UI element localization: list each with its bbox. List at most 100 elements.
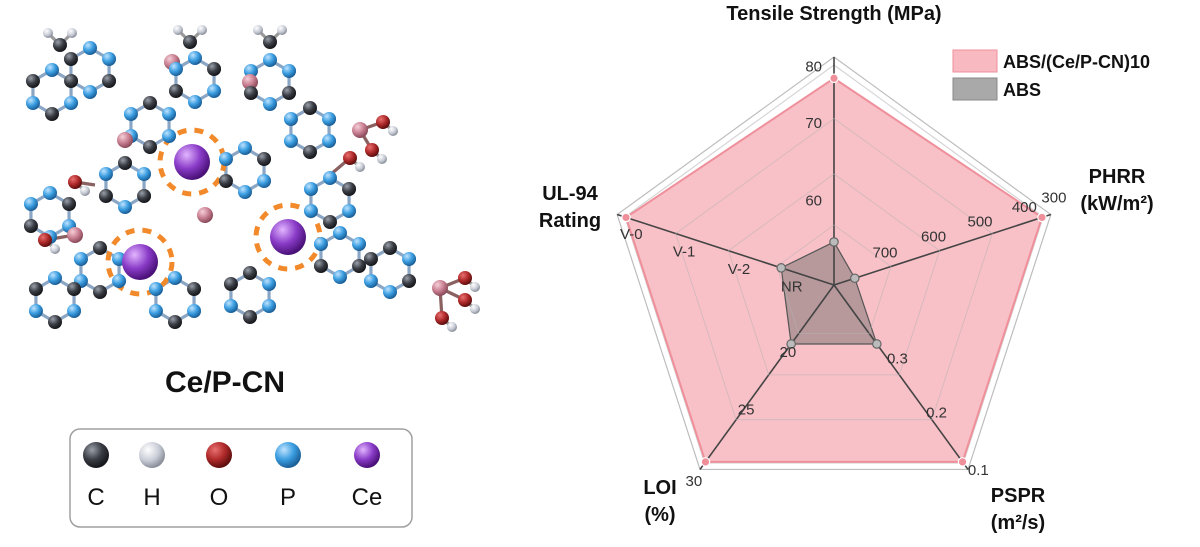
radar-frame	[616, 56, 1052, 471]
carbon-atom	[143, 96, 157, 110]
oxygen-atom	[435, 311, 449, 325]
axis-label-pspr: PSPR	[991, 485, 1046, 507]
phosphorus-atom	[363, 274, 378, 288]
carbon-atom	[243, 86, 258, 100]
phosphorus-atom	[263, 97, 277, 111]
legend-atom-p-label: P	[280, 484, 296, 511]
carbon-atom	[25, 74, 40, 88]
hydrogen-atom	[197, 25, 207, 35]
atom-layer	[23, 25, 480, 332]
phosphorus-atom	[112, 274, 127, 288]
carbon-atom	[93, 285, 107, 299]
carbon-atom	[64, 74, 79, 88]
carbon-atom	[143, 140, 157, 154]
carbon-atom	[342, 182, 357, 196]
axis-label-ul94: UL-94	[542, 183, 598, 205]
legend-atom-ce-label: Ce	[352, 484, 383, 511]
oxygen-atom	[343, 151, 357, 165]
oxygen-atom	[458, 271, 472, 285]
legend-atom-o-sphere	[206, 442, 232, 468]
phosphorus-atom	[333, 226, 347, 240]
legend-atom-h-label: H	[143, 484, 160, 511]
tick-label-ul94: NR	[781, 278, 803, 295]
atom-legend-box: C H O P Ce	[69, 428, 413, 528]
ce-coordination-ring	[105, 227, 175, 297]
carbon-atom	[137, 189, 152, 203]
oxygen-atom	[458, 293, 472, 307]
phosphorus-atom	[323, 171, 337, 185]
hydrogen-atom	[80, 186, 90, 196]
carbon-atom	[323, 215, 337, 229]
carbon-atom	[168, 315, 182, 329]
phosphorus-atom	[148, 282, 163, 296]
tick-label-loi: 25	[738, 401, 755, 418]
tick-label-phrr: 300	[1041, 190, 1066, 207]
data-point-abs	[849, 273, 860, 284]
data-point-abs	[872, 339, 882, 349]
carbon-atom	[63, 52, 78, 66]
phosphorus-atom	[352, 237, 367, 251]
radar-spoke	[699, 284, 835, 470]
hydrogen-atom	[277, 25, 287, 35]
phosphorus-atom	[257, 174, 272, 188]
radar-grid-ring	[776, 224, 892, 334]
carbon-atom	[28, 282, 43, 296]
hydrogen-atom	[470, 282, 480, 292]
phosphorus-atom	[283, 134, 298, 148]
hydrogen-atom	[355, 162, 365, 172]
carbon-atom	[67, 282, 82, 296]
phosphorus-atom	[98, 167, 113, 181]
axis-label-loi: (%)	[644, 504, 675, 526]
phosphorus-atom	[313, 237, 328, 251]
carbon-atom	[352, 259, 367, 273]
data-point-abs	[776, 263, 787, 273]
phosphorus-atom	[67, 304, 82, 318]
hydrogen-atom	[377, 154, 387, 164]
axis-label-ul94: Rating	[539, 210, 601, 232]
phosphorus-atom	[303, 182, 318, 196]
radar-chart: 6070807006005004003000.30.20.1202530NRV-…	[539, 3, 1154, 534]
legend-atom-o-label: O	[210, 484, 229, 511]
carbon-atom	[45, 107, 59, 121]
phosphorus-atom	[168, 62, 183, 76]
oxygen-atom	[376, 115, 390, 129]
phosphorus-atom	[322, 112, 337, 126]
data-point-abs	[829, 237, 839, 247]
tick-label-phrr: 400	[1012, 199, 1037, 216]
data-point-abs	[786, 339, 796, 349]
phosphorus-atom	[282, 64, 297, 78]
phosphorus-atom	[322, 134, 337, 148]
phosphorus-atom	[23, 197, 38, 211]
axis-label-loi: LOI	[643, 477, 676, 499]
carbon-atom	[23, 219, 38, 233]
hydrogen-atom	[470, 304, 480, 314]
phosphorus-atom	[187, 304, 202, 318]
tick-label-phrr: 600	[921, 229, 946, 246]
carbon-atom	[243, 310, 257, 324]
legend-atom-c-label: C	[87, 484, 104, 511]
phosphorus-atom	[342, 204, 357, 218]
tick-label-phrr: 500	[968, 214, 993, 231]
data-point-composite	[700, 457, 711, 467]
legend-atom-ce-sphere	[354, 442, 380, 468]
phosphorus-atom	[162, 107, 177, 121]
carbon-atom	[102, 74, 117, 88]
phosphorus-atom	[303, 204, 318, 218]
legend-label-composite: ABS/(Ce/P-CN)10	[1003, 52, 1150, 72]
carbon-atom	[383, 241, 397, 255]
phosphorus-atom	[83, 41, 97, 55]
legend-atom-h-sphere	[139, 442, 165, 468]
carbon-atom	[257, 152, 272, 166]
carbon-atom	[187, 282, 202, 296]
carbon-atom	[62, 197, 77, 211]
phosphorus-atom	[188, 51, 202, 65]
axis-label-pspr: (m²/s)	[991, 512, 1045, 534]
carbon-atom	[263, 35, 277, 49]
data-point-composite	[1037, 212, 1047, 223]
radar-grid-ring	[727, 173, 941, 376]
radar-spoke	[833, 213, 1052, 286]
phosphorus-atom	[383, 285, 397, 299]
hydrogen-atom	[253, 25, 263, 35]
carbon-atom	[303, 145, 317, 159]
